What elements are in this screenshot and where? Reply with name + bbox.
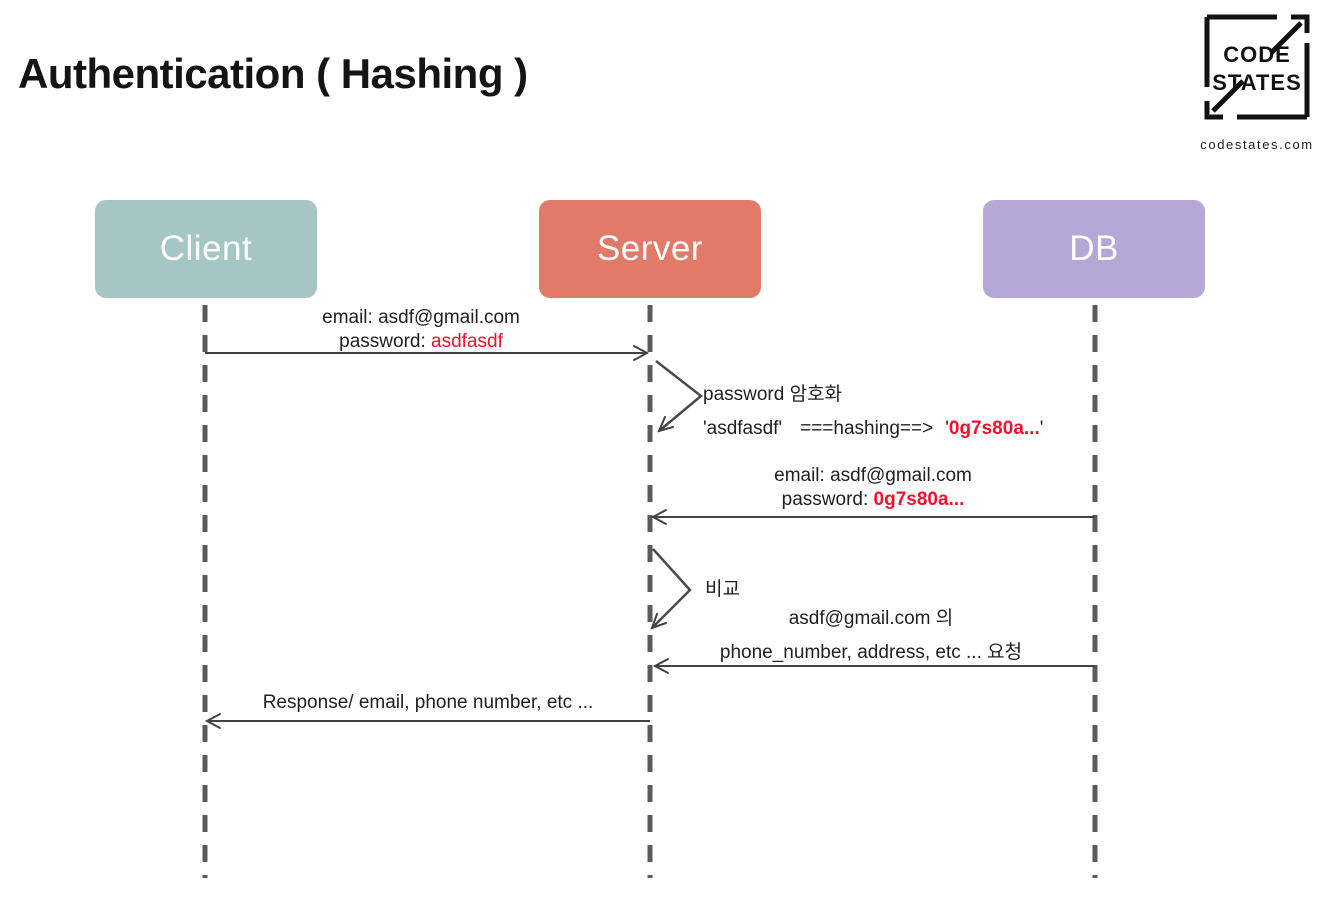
hashing-note-line2: 'asdfasdf' ===hashing==> '0g7s80a...' [703,417,1043,441]
compare-note-label: 비교 [705,579,740,600]
arrow-login-request-head [633,345,650,361]
actor-label-server: Server [596,229,704,268]
arrow-self-hashing-line [655,360,703,432]
arrow-login-request [205,345,650,361]
hashing-note-line1: password 암호화 [703,384,843,405]
logo-caption: codestates.com [1200,137,1314,152]
hashing-operator: ===hashing==> [800,418,934,439]
arrow-data-request [652,658,1095,674]
hashing-close-quote: ' [1039,418,1044,439]
arrow-data-request-head [652,658,669,674]
page-title: Authentication ( Hashing ) [18,50,528,97]
logo-word2: STATES [1212,70,1302,95]
hashing-input: 'asdfasdf' [703,418,783,439]
logo-frame-ne-elbow [1291,14,1310,33]
codestates-logo-mark: CODE STATES [1204,14,1310,120]
response-line1: Response/ email, phone number, etc ... [262,692,594,713]
data-request-line2: phone_number, address, etc ... 요청 [719,642,1023,663]
login-request-line2: password: asdfasdf [339,330,503,354]
actor-box-client: Client [95,200,317,298]
actor-box-db: DB [983,200,1205,298]
logo-ne-diagonal-icon [1269,21,1303,55]
arrow-self-compare-head [650,613,667,630]
login-request-password-value: asdfasdf [431,331,503,352]
arrow-db-lookup [650,509,1095,525]
db-lookup-password-label: password: [781,489,874,510]
arrow-self-hashing-head [657,416,674,433]
arrow-self-compare [650,548,692,630]
codestates-logo: CODE STATES codestates.com [1199,9,1315,159]
arrow-self-hashing [655,360,703,433]
logo-word1: CODE [1223,42,1291,67]
data-request-line1: asdf@gmail.com 의 [788,608,954,629]
arrow-db-lookup-head [650,509,667,525]
arrow-self-compare-line [651,548,692,629]
hashing-open-quote: ' [945,418,949,439]
logo-sw-diagonal-icon [1211,79,1245,113]
db-lookup-line2: password: 0g7s80a... [782,488,965,512]
logo-frame-sw-elbow [1204,101,1223,120]
arrow-response-head [204,713,221,729]
arrow-response [204,713,650,729]
db-lookup-line1: email: asdf@gmail.com [774,465,972,486]
login-request-password-label: password: [339,331,432,352]
actor-box-server: Server [539,200,761,298]
db-lookup-password-value: 0g7s80a... [873,489,965,510]
actor-label-client: Client [159,229,253,268]
hashing-value: 0g7s80a... [948,418,1040,439]
actor-label-db: DB [1069,229,1119,268]
login-request-line1: email: asdf@gmail.com [322,307,520,328]
